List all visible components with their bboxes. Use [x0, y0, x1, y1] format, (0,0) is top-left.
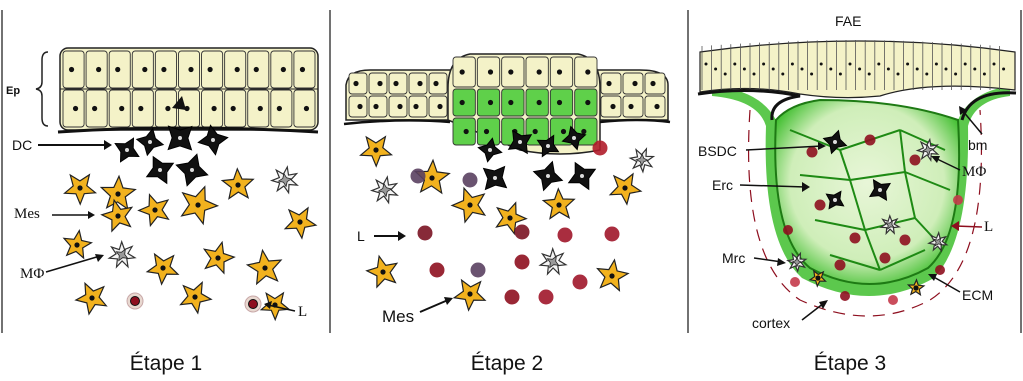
label-mrc: Mrc [722, 250, 745, 266]
lymphocyte [505, 290, 520, 305]
lymphocyte [515, 225, 530, 240]
lymphocyte [411, 169, 426, 184]
label-ecm: ECM [962, 287, 993, 303]
lymphocyte [515, 255, 530, 270]
lymphocyte [840, 291, 850, 301]
lymphocyte [593, 141, 608, 156]
label-mphi: MΦ [20, 266, 44, 282]
label-l: L [298, 304, 307, 320]
lymphocyte [783, 225, 793, 235]
label-bsdc: BSDC [698, 143, 737, 159]
lymphocyte [463, 173, 478, 188]
lymphocyte [953, 195, 963, 205]
lymphocyte [888, 295, 898, 305]
label-dc: DC [12, 137, 32, 153]
label-mes: Mes [14, 206, 40, 222]
label-fae: FAE [835, 13, 861, 29]
lymphocyte [605, 227, 620, 242]
lymphocyte [471, 263, 486, 278]
caption-stage-2: Étape 2 [407, 352, 607, 376]
lymphocyte [865, 135, 876, 146]
caption-stage-1: Étape 1 [66, 352, 266, 376]
lymphocyte [558, 228, 573, 243]
lymphocyte [807, 147, 818, 158]
lymphocyte [815, 200, 826, 211]
label-mphi: MΦ [962, 164, 986, 180]
label-mes: Mes [382, 307, 414, 326]
epithelium-layer [58, 48, 318, 132]
lymphocyte [573, 275, 588, 290]
lymphocyte [835, 260, 846, 271]
caption-stage-3: Étape 3 [750, 352, 950, 376]
label-bm: bm [968, 137, 987, 153]
lymphocyte [900, 235, 911, 246]
arrow-l [955, 226, 982, 227]
lymphocyte [430, 263, 445, 278]
lymphocyte [790, 277, 800, 287]
lymphocyte [418, 226, 433, 241]
label-erc: Erc [712, 177, 733, 193]
lymphocyte [880, 253, 891, 264]
label-l: L [984, 219, 993, 235]
lymphocyte [850, 233, 861, 244]
lymphocyte [910, 155, 921, 166]
lymphocyte [539, 290, 554, 305]
label-ep: Ep [6, 85, 20, 97]
label-cortex: cortex [752, 315, 790, 331]
lymphocyte [935, 265, 945, 275]
label-l: L [357, 228, 365, 244]
